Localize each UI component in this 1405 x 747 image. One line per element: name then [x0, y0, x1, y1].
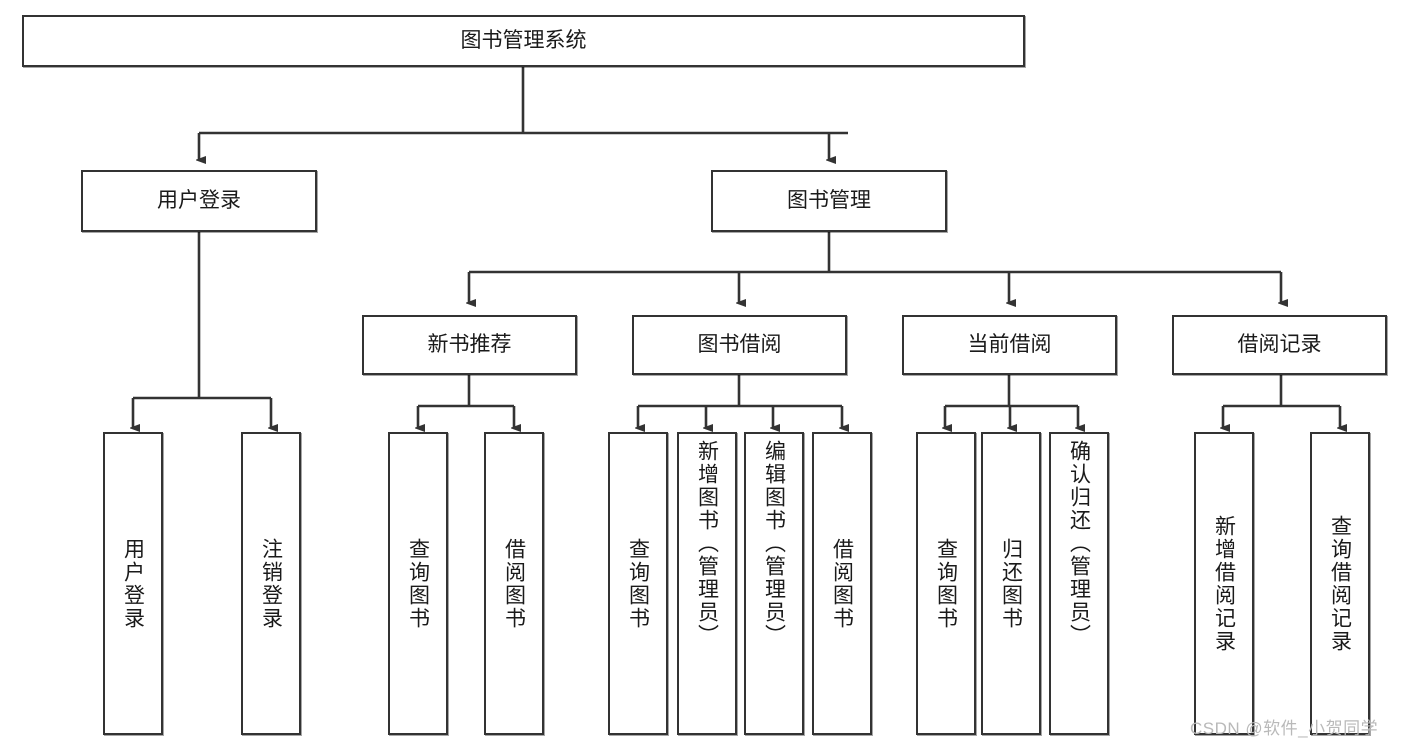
node-leaf-edit-book-label: 编辑图书（管理员） — [762, 440, 786, 647]
node-leaf-user-login[interactable]: 用户登录 — [103, 432, 163, 735]
node-book-manage-label: 图书管理 — [787, 188, 871, 212]
node-leaf-query-book-2-label: 查询图书 — [626, 537, 650, 630]
node-user-login-label: 用户登录 — [157, 188, 241, 212]
node-leaf-user-logout[interactable]: 注销登录 — [241, 432, 301, 735]
node-root[interactable]: 图书管理系统 — [22, 15, 1025, 67]
node-current-borrow-label: 当前借阅 — [967, 332, 1052, 356]
node-new-book-recommend[interactable]: 新书推荐 — [362, 315, 577, 375]
node-leaf-borrow-book-1-label: 借阅图书 — [502, 537, 526, 630]
node-leaf-query-book-3-label: 查询图书 — [934, 537, 958, 630]
node-leaf-query-book-1-label: 查询图书 — [406, 537, 430, 630]
node-borrow-record[interactable]: 借阅记录 — [1172, 315, 1387, 375]
node-current-borrow[interactable]: 当前借阅 — [902, 315, 1117, 375]
node-leaf-borrow-book-2[interactable]: 借阅图书 — [812, 432, 872, 735]
node-leaf-edit-book[interactable]: 编辑图书（管理员） — [744, 432, 804, 735]
node-book-borrow[interactable]: 图书借阅 — [632, 315, 847, 375]
node-leaf-add-book-label: 新增图书（管理员） — [695, 440, 719, 647]
node-leaf-return-book-label: 归还图书 — [999, 537, 1023, 630]
node-user-login[interactable]: 用户登录 — [81, 170, 317, 232]
node-leaf-borrow-book-1[interactable]: 借阅图书 — [484, 432, 544, 735]
node-leaf-user-logout-label: 注销登录 — [259, 537, 283, 630]
node-leaf-query-record[interactable]: 查询借阅记录 — [1310, 432, 1370, 735]
node-leaf-query-record-label: 查询借阅记录 — [1328, 514, 1352, 653]
node-root-label: 图书管理系统 — [460, 28, 587, 52]
node-borrow-record-label: 借阅记录 — [1237, 332, 1322, 356]
node-book-borrow-label: 图书借阅 — [697, 332, 782, 356]
node-leaf-return-book[interactable]: 归还图书 — [981, 432, 1041, 735]
node-leaf-query-book-1[interactable]: 查询图书 — [388, 432, 448, 735]
node-book-manage[interactable]: 图书管理 — [711, 170, 947, 232]
node-leaf-user-login-label: 用户登录 — [121, 537, 145, 630]
node-leaf-query-book-2[interactable]: 查询图书 — [608, 432, 668, 735]
node-new-book-recommend-label: 新书推荐 — [427, 332, 512, 356]
node-leaf-borrow-book-2-label: 借阅图书 — [830, 537, 854, 630]
node-leaf-add-book[interactable]: 新增图书（管理员） — [677, 432, 737, 735]
node-leaf-add-record-label: 新增借阅记录 — [1212, 514, 1236, 653]
watermark-text: CSDN @软件_小贺同学 — [1190, 719, 1379, 738]
node-leaf-confirm-return-label: 确认归还（管理员） — [1067, 440, 1091, 647]
node-leaf-add-record[interactable]: 新增借阅记录 — [1194, 432, 1254, 735]
node-leaf-query-book-3[interactable]: 查询图书 — [916, 432, 976, 735]
node-leaf-confirm-return[interactable]: 确认归还（管理员） — [1049, 432, 1109, 735]
